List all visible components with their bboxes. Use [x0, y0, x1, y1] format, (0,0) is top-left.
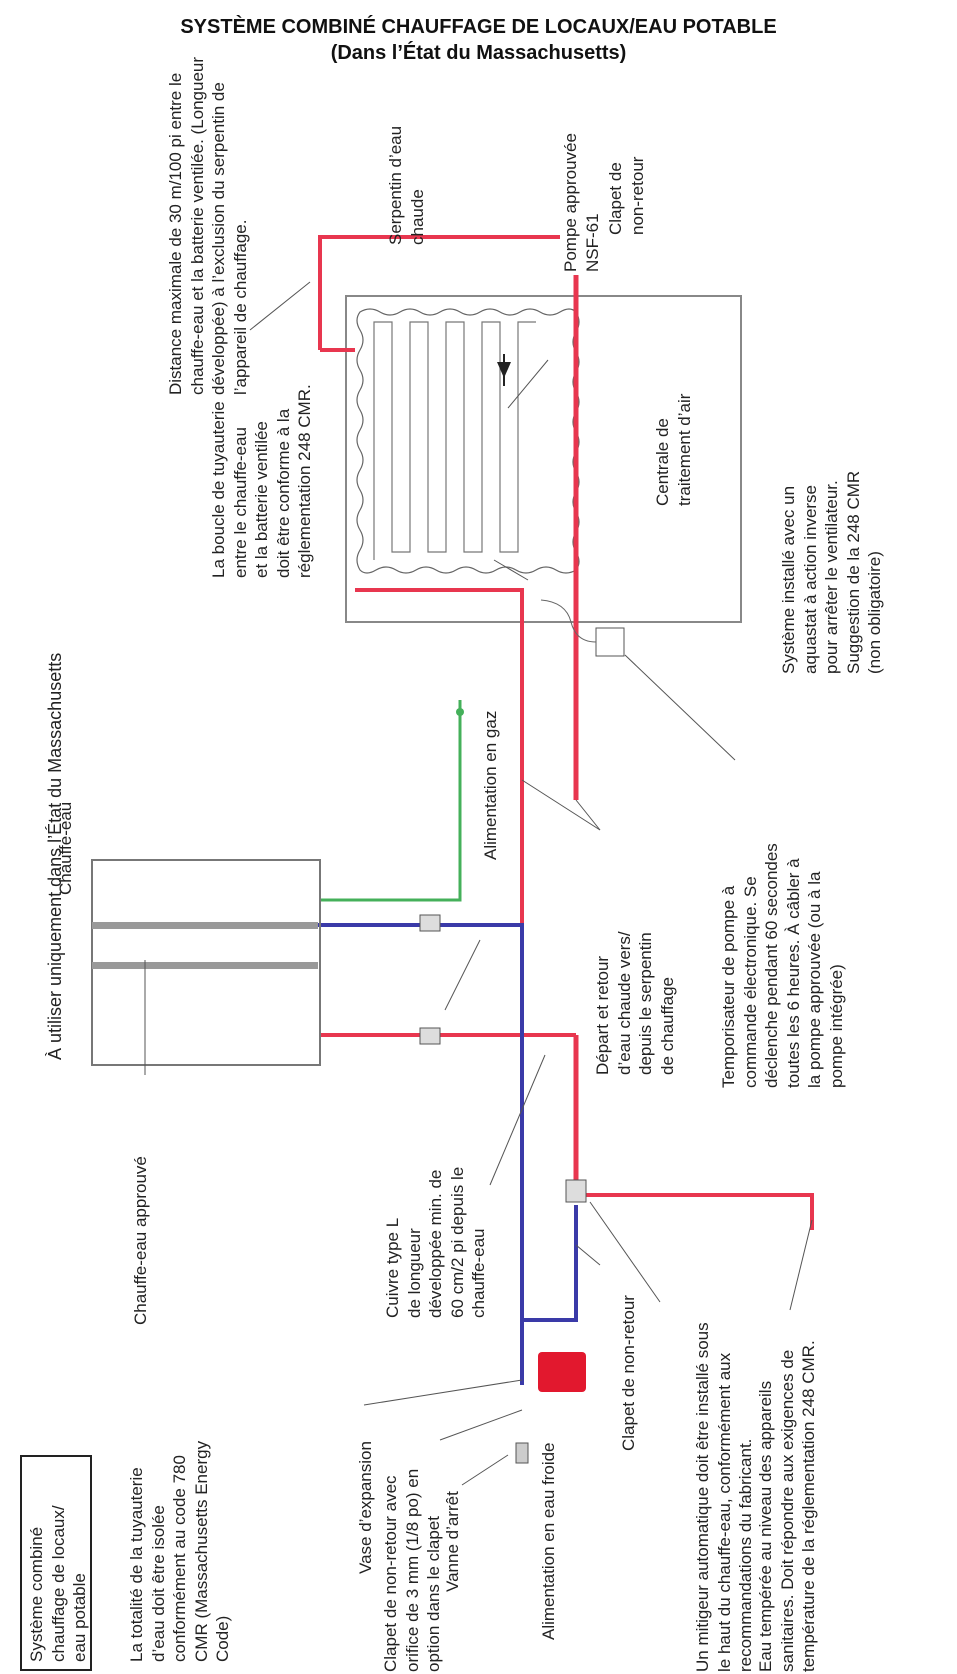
label-cold-supply: Alimentation en eau froide	[539, 1442, 558, 1640]
label-copper-l: Cuivre type L de longueur développée min…	[383, 1166, 488, 1318]
hot-pipe-top	[318, 235, 560, 350]
label-max-distance: Distance maximale de 30 m/100 pi entre l…	[166, 56, 250, 395]
label-hot-water-coil: Serpentin d’eau chaude	[386, 125, 427, 245]
label-shutoff-valve: Vanne d’arrêt	[443, 1491, 462, 1592]
label-aquastat: Système installé avec un aquastat à acti…	[779, 470, 884, 674]
valve-hot	[419, 1027, 441, 1045]
hot-supply-vertical	[355, 588, 524, 1035]
expansion-tank	[538, 1352, 586, 1392]
label-insulation-note: La totalité de la tuyauterie d’eau doit …	[127, 1440, 232, 1662]
label-piping-loop: La boucle de tuyauterie entre le chauffe…	[209, 384, 314, 578]
label-check-valve-top: Clapet de non-retour	[606, 156, 647, 235]
page-subtitle: (Dans l’État du Massachusetts)	[330, 42, 627, 64]
label-gas-supply: Alimentation en gaz	[481, 710, 500, 860]
label-supply-return: Départ et retour d’eau chaude vers/ depu…	[593, 931, 677, 1075]
coil-boundary	[356, 308, 580, 574]
label-approved-heater: Chauffe-eau approuvé	[131, 1156, 150, 1325]
label-approved-pump: Pompe approuvée NSF-61	[561, 133, 602, 272]
gas-pipe	[320, 700, 462, 902]
air-handler-box	[345, 295, 742, 623]
label-mixing-valve: Un mitigeur automatique doit être instal…	[693, 1322, 755, 1672]
shutoff-valve	[515, 1442, 529, 1464]
label-combined-box: Système combiné chauffage de locaux/ eau…	[27, 1505, 89, 1662]
valve-cold	[419, 914, 441, 932]
heater-band-bottom	[92, 962, 318, 969]
label-pump-timer: Temporisateur de pompe à commande électr…	[719, 843, 846, 1088]
gas-arrow	[456, 708, 464, 716]
combined-system-box: Système combiné chauffage de locaux/ eau…	[20, 1455, 92, 1671]
cold-to-mixer	[522, 1205, 578, 1322]
label-tempered-water: Eau tempérée au niveau des appareils san…	[756, 1340, 818, 1672]
label-check-valve-mid: Clapet de non-retour	[619, 1295, 638, 1451]
label-expansion-tank: Vase d’expansion	[356, 1441, 375, 1574]
label-check-orifice: Clapet de non-retour avec orifice de 3 m…	[381, 1468, 443, 1672]
coil-serpentine	[373, 321, 536, 560]
cold-supply-pipe	[318, 923, 524, 1385]
mixing-valve	[565, 1179, 587, 1203]
label-air-handler: Centrale de traitement d’air	[653, 393, 694, 506]
tempered-outlet	[576, 1193, 814, 1230]
heater-band-top	[92, 922, 318, 929]
page-title: SYSTÈME COMBINÉ CHAUFFAGE DE LOCAUX/EAU …	[180, 16, 777, 38]
timer-box	[595, 627, 625, 657]
label-water-heater: Chauffe-eau	[56, 801, 75, 895]
